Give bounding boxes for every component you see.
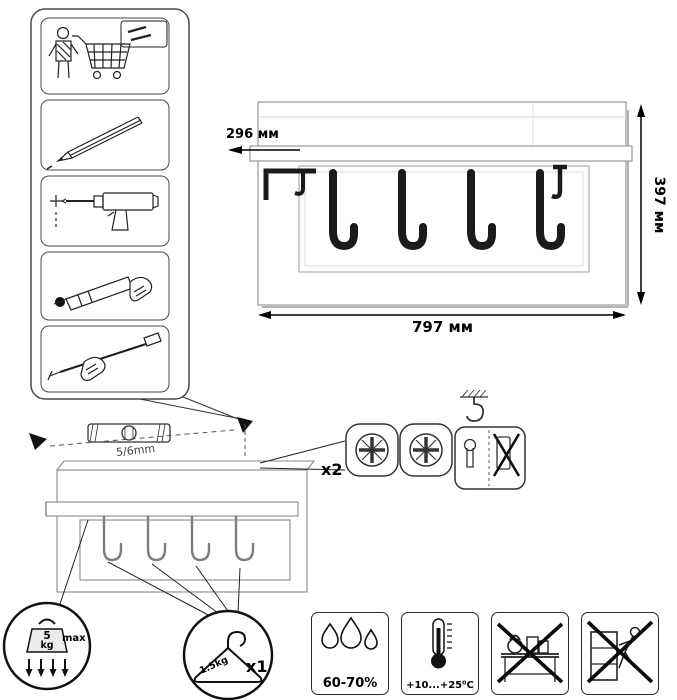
fastener-icons	[345, 423, 453, 477]
wall-hook-detail	[454, 389, 526, 490]
humidity-value: 60-70%	[322, 676, 378, 691]
coat-hook	[398, 169, 427, 251]
no-heavy-load-box	[491, 612, 569, 695]
thermometer-icon	[431, 618, 452, 669]
spirit-level-icon	[87, 423, 171, 443]
hanger-load-badge	[182, 609, 274, 700]
max-weight-icon	[26, 618, 68, 653]
no-climbing-icon	[586, 620, 654, 684]
dimension-arrows	[228, 104, 645, 319]
no-climbing-box	[581, 612, 659, 695]
screw-box	[345, 423, 399, 477]
drill-icon	[50, 192, 159, 231]
mounting-icon	[47, 332, 162, 381]
hook-outline	[234, 516, 255, 562]
screw-head-icon	[355, 433, 389, 467]
pencil-marking-icon	[46, 116, 143, 170]
tools-panel	[30, 8, 190, 400]
coat-hook	[467, 169, 496, 251]
wall-mounted-rack-outline	[45, 460, 316, 593]
max-load-badge	[2, 601, 92, 691]
wall-hook-icon	[460, 389, 488, 422]
prohibited-cross	[492, 433, 521, 477]
purchase-tools-icon	[48, 20, 168, 80]
width-dimension-label: 797 мм	[412, 318, 474, 336]
keyhole-hanger-icon	[463, 438, 477, 468]
hook-outline	[190, 516, 211, 562]
temperature-value: +10...+25⁰C	[406, 680, 474, 691]
screw-box	[399, 423, 453, 477]
hanger-count-label: x1	[246, 657, 268, 676]
no-heavy-load-icon	[496, 622, 564, 684]
hook-outline	[102, 516, 123, 562]
humidity-limit-box: 60-70%	[311, 612, 389, 695]
keyhole-hanger-box	[454, 426, 526, 490]
callout-lines	[139, 396, 244, 422]
max-weight-unit: kg	[40, 640, 54, 651]
prohibited-cross	[586, 620, 654, 684]
marking-dashes	[49, 424, 246, 458]
hook-outline	[146, 516, 167, 562]
humidity-drops-icon	[321, 616, 378, 650]
screw-head-icon	[409, 433, 443, 467]
drill-point-arrow	[29, 433, 47, 450]
temperature-limit-box: +10...+25⁰C	[401, 612, 479, 695]
left-hook-rail	[263, 168, 316, 200]
max-label: max	[62, 633, 86, 644]
hanger-icon	[193, 630, 263, 683]
load-direction-arrows	[25, 659, 69, 677]
coat-hook	[329, 169, 358, 251]
leader-lines	[59, 440, 346, 619]
height-dimension-label: 397 мм	[651, 177, 667, 234]
right-hook-rail	[551, 164, 567, 200]
max-weight-value: 5	[43, 630, 51, 642]
coat-hooks	[329, 169, 565, 251]
adhesive-icon	[53, 276, 153, 311]
depth-dimension-label: 296 мм	[226, 127, 279, 142]
fastener-count-label: x2	[321, 460, 343, 479]
prohibited-cross	[496, 622, 564, 684]
coat-hook	[536, 169, 565, 251]
product-rack	[249, 101, 633, 308]
